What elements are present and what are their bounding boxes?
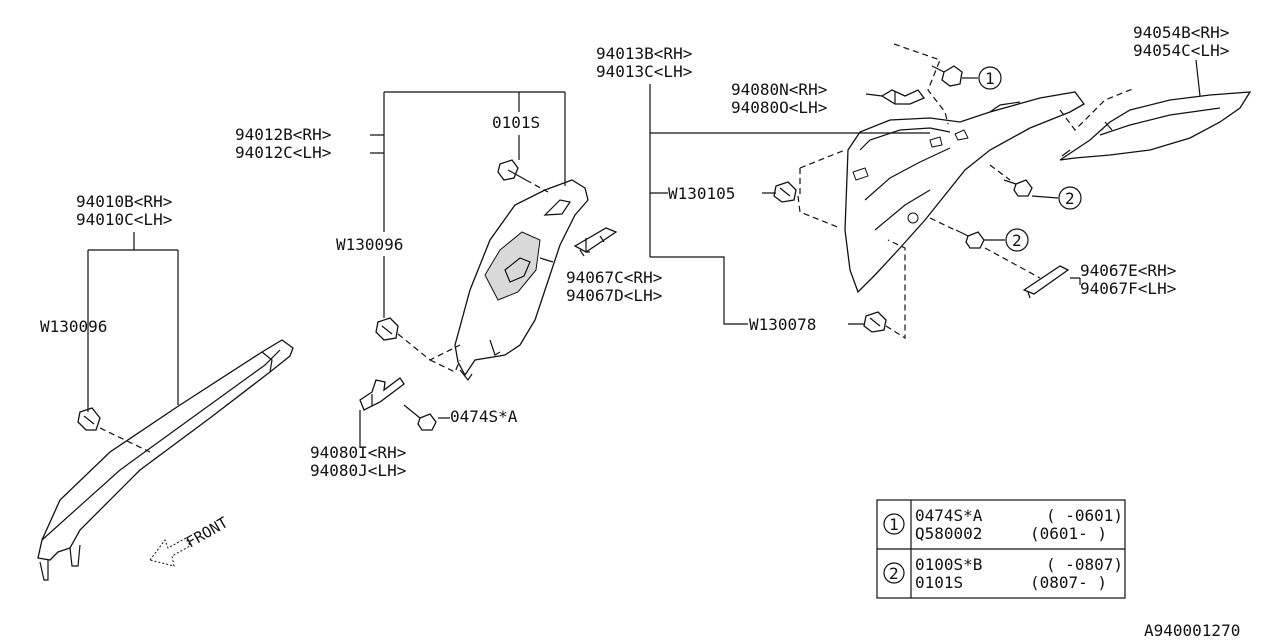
leader-screw-b: [525, 179, 549, 193]
legend-row-2-part-a: 0100S*B: [915, 555, 982, 574]
legend-row-1-part-b: Q580002: [915, 524, 982, 543]
legend-row-1-range-b: (0601- ): [1030, 524, 1107, 543]
legend-row-1-part-a: 0474S*A: [915, 506, 983, 525]
legend-table: 1 0474S*A ( -0601) Q580002 (0601- ) 2 01…: [876, 499, 1126, 599]
label-screw-bracket: 0474S*A: [450, 407, 518, 426]
leader-clip-c-upper: [797, 149, 846, 229]
legend-row-1-marker: 1: [889, 515, 899, 534]
label-rear-trim-lh: 94054C<LH>: [1133, 41, 1229, 60]
marker-2-upper: 2: [1031, 186, 1082, 210]
marker-2-upper-label: 2: [1065, 189, 1075, 208]
leader-rear-trim: [1059, 87, 1136, 131]
leader-screw-c2-upper: [989, 164, 1011, 181]
label-clip-a: W130096: [40, 317, 107, 336]
callout-b-pillar: 94012B<RH> 94012C<LH> 0101S W130096 9406…: [235, 91, 662, 480]
screw-bracket-icon: [403, 404, 437, 431]
screw-b-icon: [497, 159, 527, 181]
bracket-lower-part: [359, 377, 405, 411]
screw-c2-upper-icon: [1003, 179, 1033, 197]
label-a-pillar-lh: 94010C<LH>: [76, 210, 172, 229]
clip-b-icon: [375, 317, 399, 341]
label-clip-b: W130096: [336, 235, 403, 254]
marker-1-label: 1: [985, 69, 995, 88]
bracket-upper-part: [880, 89, 926, 105]
cover-b-part: [573, 227, 618, 257]
label-rear-trim-rh: 94054B<RH>: [1133, 23, 1229, 42]
legend-row-2-part-b: 0101S: [915, 573, 963, 592]
label-cover-b-rh: 94067C<RH>: [566, 268, 662, 287]
label-bracket-upper-rh: 94080N<RH>: [731, 80, 827, 99]
legend-row-2-marker: 2: [889, 564, 899, 583]
label-clip-c-lower: W130078: [749, 315, 816, 334]
clip-c-upper-icon: [773, 181, 797, 203]
callout-a-pillar: 94010B<RH> 94010C<LH> W130096: [40, 192, 179, 412]
label-b-pillar-lh: 94012C<LH>: [235, 143, 331, 162]
callout-c-pillar: 94013B<RH> 94013C<LH> 94080N<RH> 94080O<…: [596, 23, 1229, 334]
clip-c-lower-icon: [863, 311, 887, 333]
leader-screw-c2-lower: [929, 217, 1041, 279]
diagram-id: A940001270: [1144, 621, 1240, 640]
front-arrow: FRONT: [149, 513, 231, 567]
screw-c2-lower-icon: [955, 229, 985, 249]
label-cover-c-lh: 94067F<LH>: [1080, 279, 1176, 298]
leader-bracket-upper: [893, 43, 949, 125]
label-cover-b-lh: 94067D<LH>: [566, 286, 662, 305]
label-bracket-upper-lh: 94080O<LH>: [731, 98, 827, 117]
label-clip-c-upper: W130105: [668, 184, 735, 203]
b-pillar-trim: [454, 179, 589, 382]
label-screw-b: 0101S: [492, 113, 540, 132]
a-pillar-trim: [37, 339, 294, 581]
legend-row-1: 1 0474S*A ( -0601) Q580002 (0601- ): [883, 506, 1123, 543]
label-b-pillar-rh: 94012B<RH>: [235, 125, 331, 144]
legend-row-2-range-b: (0807- ): [1030, 573, 1107, 592]
leader-cover-b: [585, 238, 590, 253]
label-c-pillar-lh: 94013C<LH>: [596, 62, 692, 81]
leader-clip-b: [397, 333, 461, 373]
clip-a-icon: [77, 407, 101, 431]
rear-trim-part: [1059, 91, 1252, 161]
label-cover-c-rh: 94067E<RH>: [1080, 261, 1176, 280]
leader-clip-c-lower: [885, 239, 906, 340]
label-a-pillar-rh: 94010B<RH>: [76, 192, 172, 211]
marker-1: 1: [962, 66, 1002, 90]
marker-2-lower-label: 2: [1012, 231, 1022, 250]
c-pillar-trim: [844, 91, 1085, 294]
marker-2-lower: 2: [984, 228, 1029, 252]
front-label: FRONT: [183, 513, 231, 551]
legend-row-1-range-a: ( -0601): [1046, 506, 1123, 525]
label-c-pillar-rh: 94013B<RH>: [596, 44, 692, 63]
legend-row-2: 2 0100S*B ( -0807) 0101S (0807- ): [883, 555, 1123, 592]
cover-c-part: [1022, 265, 1070, 299]
screw-c1-icon: [931, 65, 963, 87]
label-bracket-lower-rh: 94080I<RH>: [310, 443, 406, 462]
legend-row-2-range-a: ( -0807): [1046, 555, 1123, 574]
label-bracket-lower-lh: 94080J<LH>: [310, 461, 406, 480]
